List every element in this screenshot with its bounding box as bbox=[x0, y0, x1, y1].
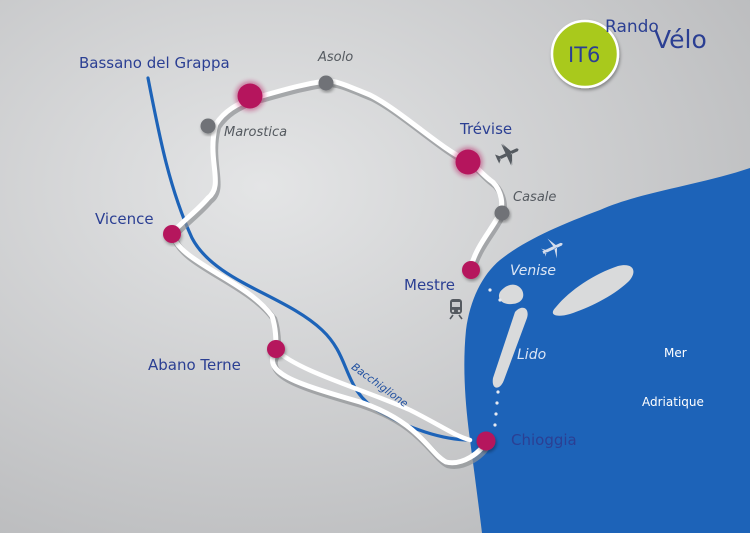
label-sea-mer: Mer bbox=[664, 346, 687, 360]
airplane-icon bbox=[541, 238, 563, 259]
lido-island bbox=[492, 307, 528, 388]
bassano-dot bbox=[237, 83, 263, 109]
label-chioggia: Chioggia bbox=[511, 431, 577, 449]
label-trevise: Trévise bbox=[460, 120, 513, 138]
label-venise: Venise bbox=[510, 263, 557, 279]
label-abano: Abano Terne bbox=[148, 356, 241, 374]
marostica-dot bbox=[200, 118, 216, 134]
label-bassano: Bassano del Grappa bbox=[79, 54, 230, 72]
label-marostica: Marostica bbox=[224, 125, 288, 140]
murano-island bbox=[498, 284, 524, 305]
train-icon bbox=[449, 299, 463, 320]
brand-rando: Rando bbox=[605, 17, 659, 37]
city-dots bbox=[163, 81, 496, 451]
casale-dot bbox=[494, 205, 510, 221]
lagoon-dots bbox=[488, 288, 502, 427]
mestre-dot bbox=[462, 261, 480, 279]
chioggia-dot bbox=[476, 431, 496, 451]
label-mestre: Mestre bbox=[404, 276, 455, 294]
airplane-icon bbox=[495, 143, 519, 166]
abano-dot bbox=[267, 340, 285, 358]
trevise-dot bbox=[455, 149, 481, 175]
brand-velo: Vélo bbox=[654, 25, 707, 54]
label-vicence: Vicence bbox=[95, 210, 154, 228]
label-sea-adriatique: Adriatique bbox=[642, 395, 704, 409]
route-branch bbox=[273, 347, 473, 443]
badge-code: IT6 bbox=[568, 43, 601, 67]
label-lido: Lido bbox=[517, 347, 547, 363]
asolo-dot bbox=[318, 75, 334, 91]
adriatic-sea bbox=[464, 168, 750, 533]
venice-island bbox=[552, 265, 634, 316]
label-casale: Casale bbox=[513, 190, 557, 205]
label-asolo: Asolo bbox=[318, 50, 354, 65]
vicence-dot bbox=[163, 225, 181, 243]
it6-badge bbox=[550, 19, 620, 89]
